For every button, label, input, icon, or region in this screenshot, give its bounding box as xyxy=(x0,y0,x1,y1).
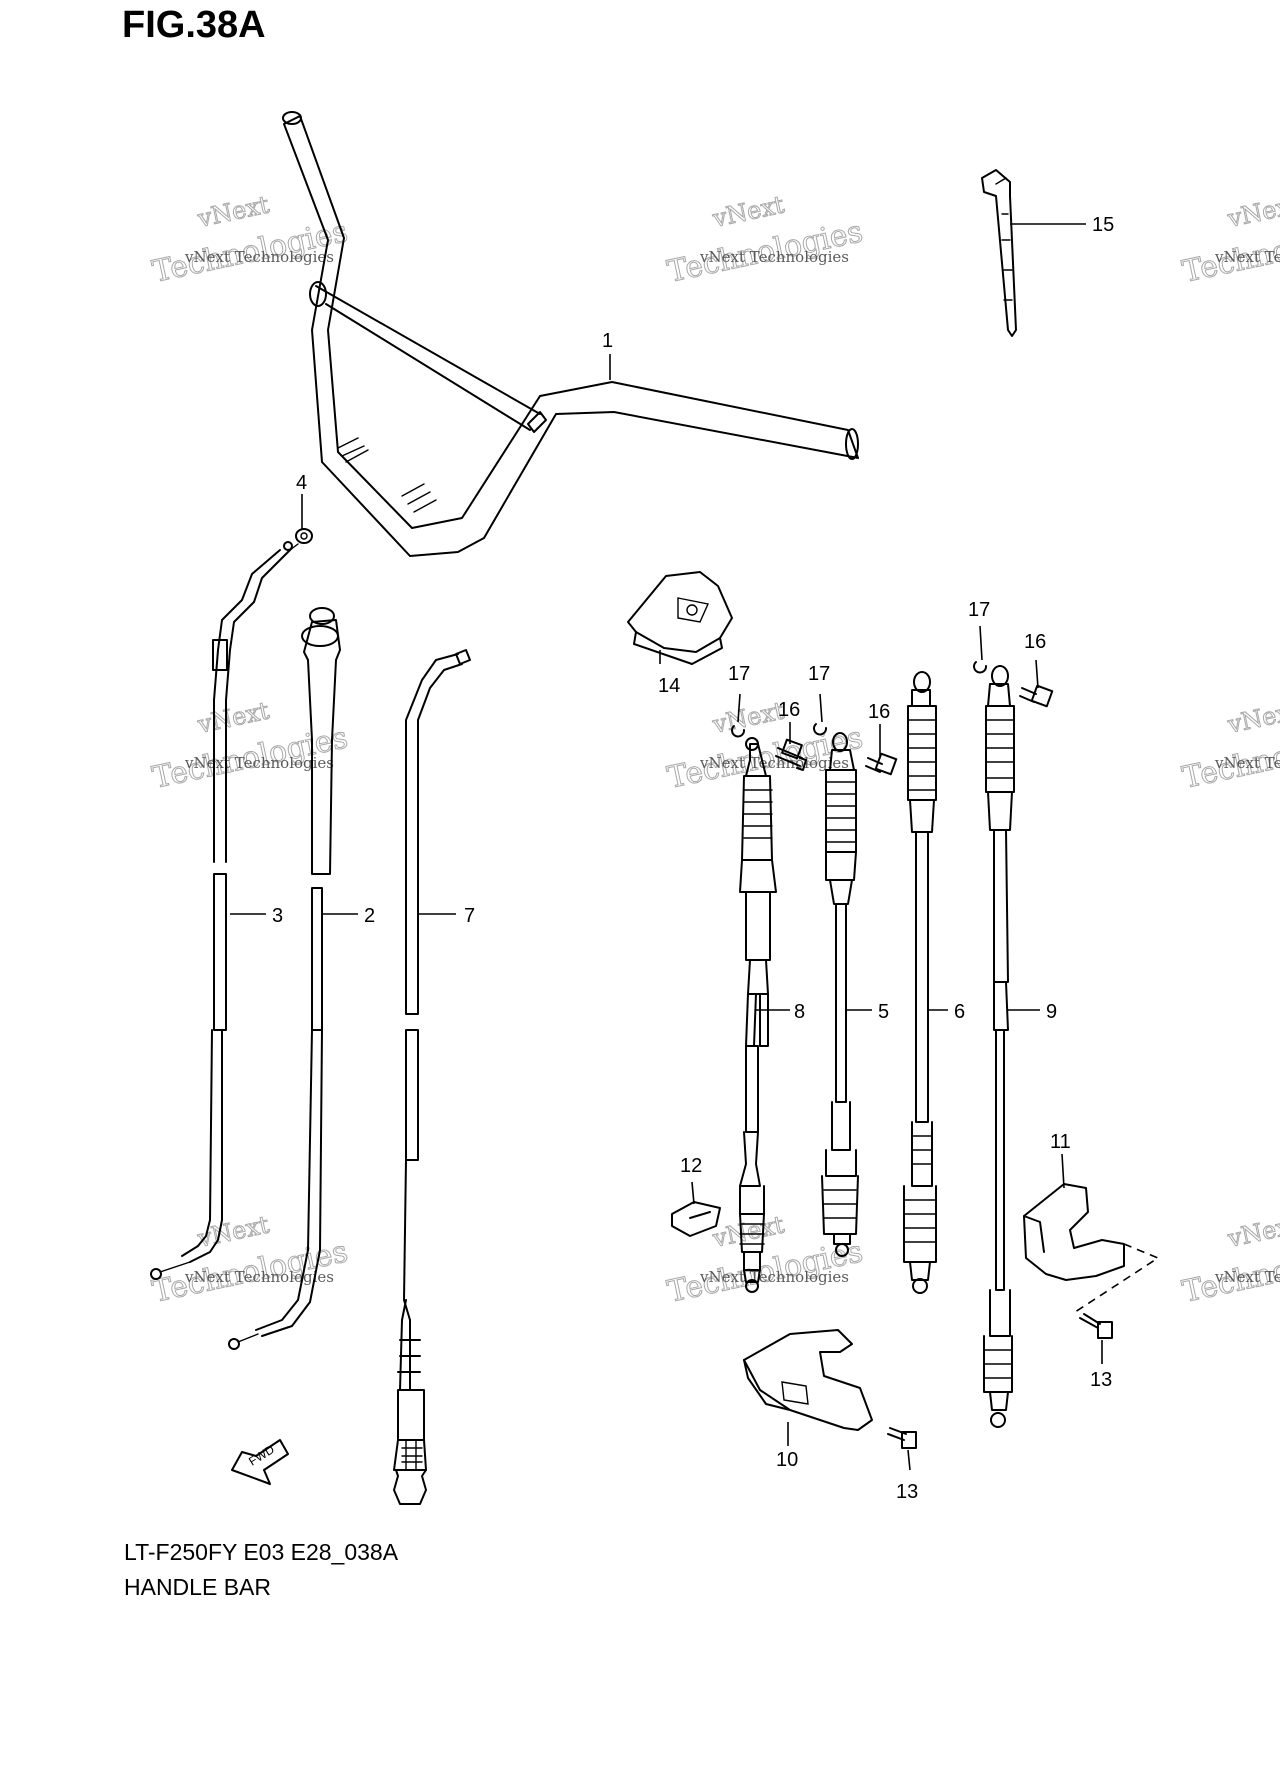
callout-11: 11 xyxy=(1050,1131,1071,1153)
pin-part-16-b xyxy=(865,752,898,776)
callout-16-a: 16 xyxy=(778,699,800,721)
callout-1: 1 xyxy=(602,330,613,352)
cable-part-6 xyxy=(903,671,937,1294)
svg-text:vNext Technologies: vNext Technologies xyxy=(1214,1268,1280,1286)
watermark-group: Technologies vNext vNext Technologies Te… xyxy=(149,190,1280,1310)
washer-part-4 xyxy=(295,528,313,544)
throttle-cable-part-2 xyxy=(228,607,341,1350)
cable-part-8 xyxy=(739,737,777,1293)
callout-16-c: 16 xyxy=(1024,631,1046,653)
bracket-part-14 xyxy=(627,571,733,665)
bracket-part-11 xyxy=(1023,1183,1160,1315)
callout-17-a: 17 xyxy=(728,663,750,685)
callout-6: 6 xyxy=(954,1001,965,1023)
brake-cable-part-7 xyxy=(393,649,471,1505)
figure-title: FIG.38A xyxy=(122,4,266,46)
callout-14: 14 xyxy=(658,675,680,697)
callout-15: 15 xyxy=(1092,214,1114,236)
svg-text:vNext Technologies: vNext Technologies xyxy=(699,754,849,772)
svg-text:vNext Technologies: vNext Technologies xyxy=(1214,248,1280,266)
callout-12: 12 xyxy=(680,1155,702,1177)
watermark-6: Technologies vNext vNext Technologies xyxy=(1179,696,1280,796)
section-name-label: HANDLE BAR xyxy=(124,1574,271,1600)
watermark-8: Technologies vNext vNext Technologies xyxy=(664,1210,866,1310)
callout-10: 10 xyxy=(776,1449,798,1471)
callout-13-a: 13 xyxy=(1090,1369,1112,1391)
model-code-label: LT-F250FY E03 E28_038A xyxy=(124,1539,399,1565)
watermark-1: Technologies vNext vNext Technologies xyxy=(149,190,351,290)
svg-text:vNext: vNext xyxy=(709,1210,787,1253)
svg-text:vNext Technologies: vNext Technologies xyxy=(184,248,334,266)
bolt-part-13-a xyxy=(1079,1313,1113,1339)
svg-text:vNext Technologies: vNext Technologies xyxy=(184,754,334,772)
pin-part-16-a xyxy=(775,738,807,771)
svg-text:vNext Technologies: vNext Technologies xyxy=(184,1268,334,1286)
callout-17-c: 17 xyxy=(968,599,990,621)
callout-labels: 1 2 3 4 5 6 7 8 9 10 11 12 13 13 14 15 1… xyxy=(272,214,1114,1503)
callout-5: 5 xyxy=(878,1001,889,1023)
clip-part-17-a xyxy=(731,725,745,738)
svg-text:vNext: vNext xyxy=(709,190,787,233)
svg-text:vNext: vNext xyxy=(194,190,272,233)
svg-text:vNext: vNext xyxy=(709,696,787,739)
svg-text:vNext: vNext xyxy=(1224,696,1280,739)
handlebar-part-1 xyxy=(282,111,859,557)
callout-2: 2 xyxy=(364,905,375,927)
svg-text:vNext: vNext xyxy=(1224,1210,1280,1253)
watermark-2: Technologies vNext vNext Technologies xyxy=(664,190,866,290)
leader-lines xyxy=(230,223,1103,1471)
svg-text:vNext Technologies: vNext Technologies xyxy=(699,1268,849,1286)
clip-part-17-b xyxy=(813,723,827,736)
throttle-cable-part-3 xyxy=(150,541,299,1280)
tie-strap-part-15 xyxy=(981,169,1017,337)
watermark-4: Technologies vNext vNext Technologies xyxy=(149,696,351,796)
clip-part-17-c xyxy=(973,661,987,674)
cable-part-5 xyxy=(821,732,859,1257)
bolt-part-13-b xyxy=(887,1427,917,1449)
callout-16-b: 16 xyxy=(868,701,890,723)
callout-9: 9 xyxy=(1046,1001,1057,1023)
svg-text:vNext: vNext xyxy=(194,696,272,739)
pin-part-16-c xyxy=(1019,684,1054,708)
callout-3: 3 xyxy=(272,905,283,927)
svg-text:vNext Technologies: vNext Technologies xyxy=(699,248,849,266)
callout-7: 7 xyxy=(464,905,475,927)
callout-8: 8 xyxy=(794,1001,805,1023)
svg-text:vNext: vNext xyxy=(1224,190,1280,233)
callout-17-b: 17 xyxy=(808,663,830,685)
callout-4: 4 xyxy=(296,472,307,494)
watermark-5: Technologies vNext vNext Technologies xyxy=(664,696,866,796)
cable-part-9 xyxy=(983,665,1015,1428)
svg-text:vNext Technologies: vNext Technologies xyxy=(1214,754,1280,772)
fwd-arrow: FWD xyxy=(231,1439,289,1485)
watermark-9: Technologies vNext vNext Technologies xyxy=(1179,1210,1280,1310)
bracket-part-10 xyxy=(743,1329,873,1431)
watermark-3: Technologies vNext vNext Technologies xyxy=(1179,190,1280,290)
callout-13-b: 13 xyxy=(896,1481,918,1503)
